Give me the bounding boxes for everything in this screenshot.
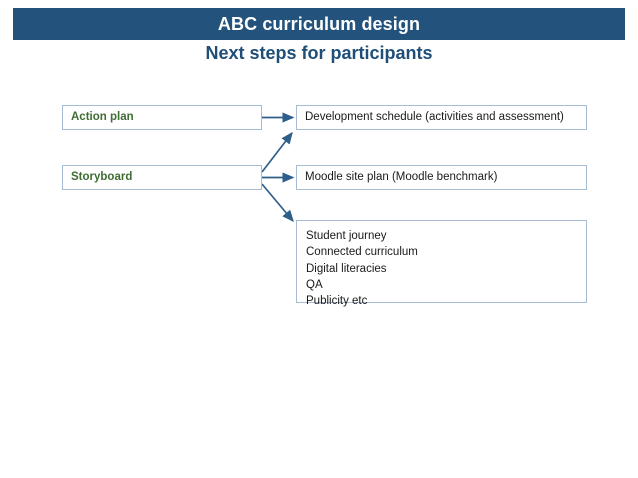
- topics-list-item: QA: [306, 278, 323, 291]
- connector-storyboard-to-dev-schedule: [261, 131, 293, 173]
- slide-title-banner: ABC curriculum design: [13, 8, 625, 40]
- diagram-box-action-plan-label: Action plan: [71, 110, 134, 123]
- diagram-box-topics-list[interactable]: Student journey Connected curriculum Dig…: [296, 220, 587, 307]
- topics-list-item: Student journey: [306, 230, 387, 242]
- connector-storyboard-to-topics-list: [261, 183, 294, 223]
- diagram-box-moodle-plan[interactable]: Moodle site plan (Moodle benchmark): [296, 165, 587, 190]
- diagram-box-dev-schedule-label: Development schedule (activities and ass…: [305, 110, 564, 123]
- topics-list-item: Digital literacies: [306, 262, 387, 275]
- topics-list-item: Connected curriculum: [306, 246, 418, 259]
- slide-subtitle: Next steps for participants: [205, 43, 433, 63]
- diagram-box-dev-schedule[interactable]: Development schedule (activities and ass…: [296, 105, 587, 130]
- diagram-box-storyboard-label: Storyboard: [71, 170, 133, 183]
- diagram-box-moodle-plan-label: Moodle site plan (Moodle benchmark): [305, 170, 498, 183]
- page-title: ABC curriculum design: [217, 14, 421, 34]
- diagram-box-storyboard[interactable]: Storyboard: [62, 165, 262, 190]
- topics-list-item: Publicity etc: [306, 295, 368, 308]
- diagram-box-action-plan[interactable]: Action plan: [62, 105, 262, 130]
